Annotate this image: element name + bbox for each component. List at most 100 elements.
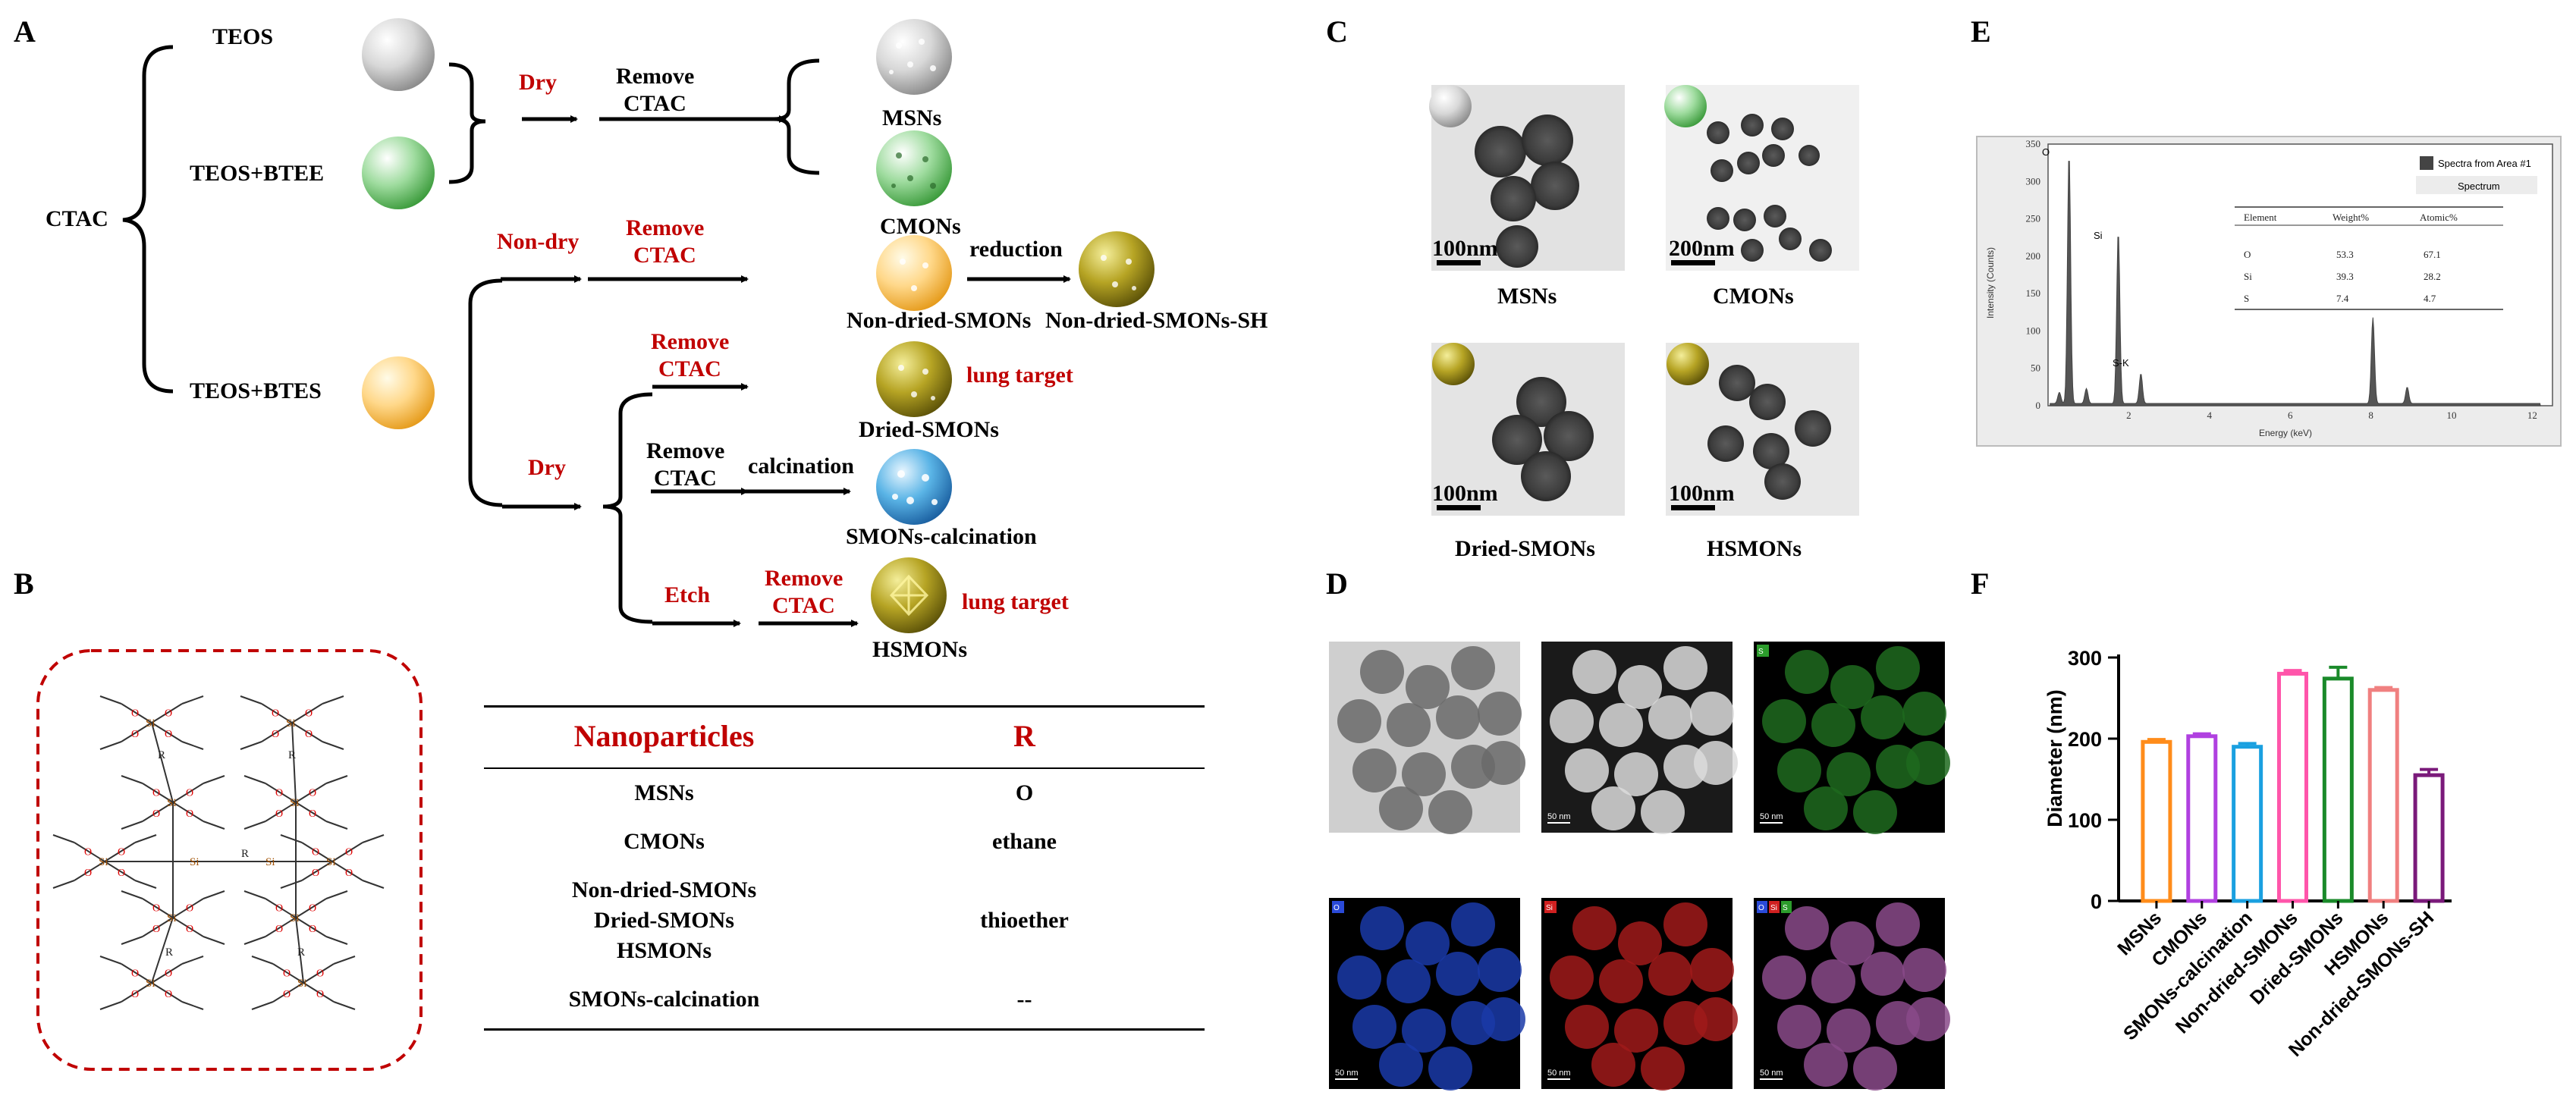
particle [1861,952,1905,996]
mapping-scale-label: 50 nm [1547,1069,1571,1078]
particle [1572,906,1616,950]
particle [1614,752,1658,796]
table-row: Non-dried-SMONs Dried-SMONs HSMONs thioe… [484,866,1205,975]
ethoxy-bond [272,982,304,1003]
ethoxy-bond [172,802,204,822]
particle [1387,703,1431,747]
ethoxy-bond [121,982,152,1003]
table-cell-name: CMONs [624,829,705,854]
particle [1436,695,1480,739]
eds-y-axis-label: Intensity (Counts) [1985,247,1996,319]
ethoxy-bond [134,834,157,843]
atom-si: Si [290,797,300,809]
particle [1762,956,1806,1000]
label-smons-calcination: SMONs-calcination [846,524,1037,549]
tem-scale-dried-smons: 100nm [1432,481,1498,506]
ethoxy-bond [303,982,335,1003]
ethoxy-bond [134,880,157,889]
eds-x-tick: 6 [2288,410,2293,421]
eds-y-tick: 50 [2031,362,2040,374]
eds-y-tick: 300 [2026,175,2041,187]
label-remove-5a: Remove [765,566,843,591]
ethoxy-bond [203,821,225,830]
label-remove-2b: CTAC [633,243,696,268]
eds-x-tick: 8 [2368,410,2373,421]
ethoxy-bond [104,861,136,881]
eds-legend-sub: Spectrum [2458,180,2500,192]
ethoxy-bond [325,936,348,945]
mapping-tag: S [1783,904,1788,912]
ethoxy-bond [203,936,225,945]
table-cell-line: HSMONs [616,938,712,963]
tem-label-dried-smons: Dried-SMONs [1455,536,1595,561]
atom-o: O [283,968,291,979]
label-reduction: reduction [969,237,1063,262]
panel-label-e: E [1971,14,1991,49]
label-remove-4b: CTAC [654,466,717,491]
atom-o: O [131,968,139,979]
ethoxy-bond [243,936,266,945]
eds-row-s-weight: 7.4 [2336,293,2349,304]
ethoxy-bond [240,741,262,750]
table-cell-r: -- [844,975,1205,1031]
ethoxy-bond [261,703,293,723]
particle [1478,948,1522,992]
table-header-nanoparticles: Nanoparticles [484,705,844,769]
particle [1614,1009,1658,1053]
label-remove-5b: CTAC [772,593,835,618]
atom-o: O [275,808,283,820]
atom-o: O [345,868,353,879]
particle [1387,959,1431,1003]
chart-y-tick-label: 100 [2068,809,2102,832]
particle [1451,902,1495,946]
chart-y-tick-label: 300 [2068,647,2102,670]
bar-non-dried-smons [2277,671,2308,903]
ethoxy-bond [265,802,297,822]
particle [1785,650,1829,694]
atom-o: O [275,924,283,935]
particle [1565,749,1609,792]
atom-si: Si [265,856,275,868]
table-header-r: R [844,705,1205,769]
teos-btes-sphere [362,356,435,429]
ethoxy-bond [203,890,225,899]
dried-smons-sphere [876,341,952,417]
label-teos: TEOS [212,24,273,49]
bar-non-dried-smons-sh [2413,773,2445,903]
label-lung-target-2: lung target [962,589,1069,614]
ethoxy-bond [181,1001,204,1010]
nanoparticle-r-table: Nanoparticles R MSNs O CMONs ethane Non-… [484,705,1205,1031]
atom-o: O [316,968,324,979]
atom-r: R [158,749,165,761]
eds-x-tick: 2 [2126,410,2131,421]
particle [1827,1009,1871,1053]
ethoxy-bond [265,898,297,918]
mapping-s: 50 nmS [1754,642,1950,834]
atom-o: O [309,808,316,820]
particle [1811,703,1855,747]
particle [1337,956,1381,1000]
ethoxy-bond [52,880,75,889]
particle [1436,952,1480,996]
label-remove-2a: Remove [626,215,704,240]
ethoxy-bond [251,1001,274,1010]
tem-scale-hsmons: 100nm [1669,481,1735,506]
ethoxy-bond [181,956,204,965]
eds-y-tick: 250 [2026,213,2041,224]
structure-frame [36,649,423,1071]
atom-o: O [165,968,172,979]
ethoxy-bond [203,775,225,784]
ethoxy-bond [280,880,303,889]
table-row: MSNs O [484,768,1205,818]
label-remove-4a: Remove [646,438,724,463]
atom-o: O [186,924,193,935]
particle [1565,1005,1609,1049]
bar-msns [2141,739,2172,903]
mapping-scale-label: 50 nm [1760,812,1783,821]
particle [1550,699,1594,743]
eds-th-weight: Weight% [2333,212,2369,223]
eds-th-atomic: Atomic% [2420,212,2458,223]
